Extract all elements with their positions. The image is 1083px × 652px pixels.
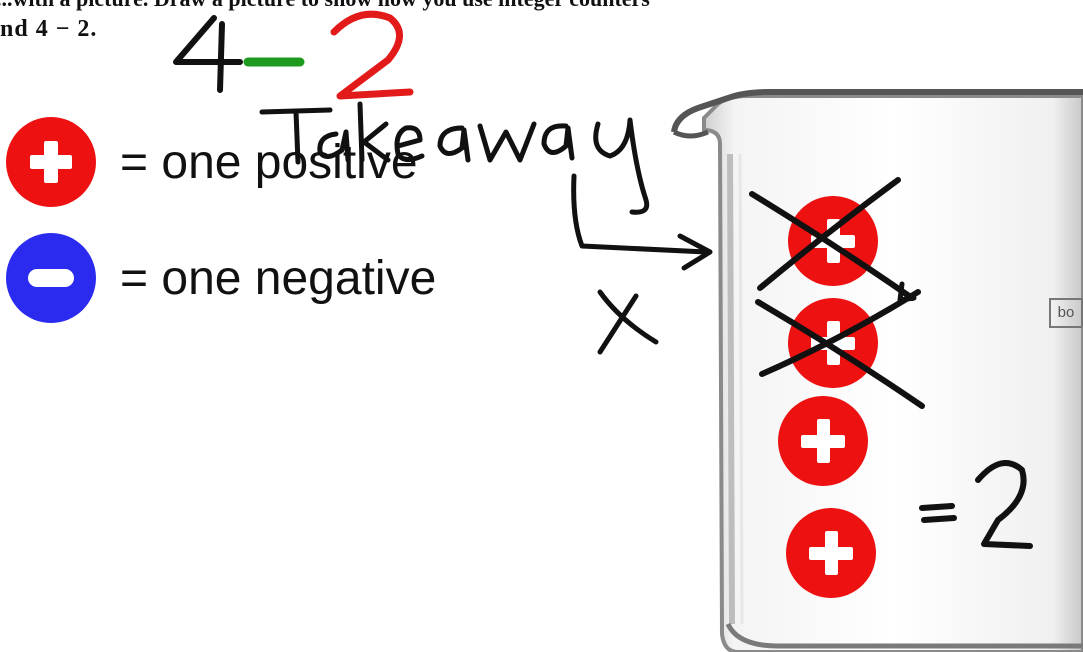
legend-negative: = one negative (6, 233, 436, 323)
beaker-counter-positive (786, 508, 876, 598)
problem-text-line2: nd 4 − 2. (0, 16, 98, 42)
legend-negative-label: = one negative (120, 251, 437, 305)
problem-text-line1: ...with a picture. Draw a picture to sho… (0, 0, 650, 12)
beaker-counter-positive (778, 396, 868, 486)
beaker-brand-mark: bo (1049, 298, 1083, 328)
negative-counter-icon (6, 233, 96, 323)
beaker-label: bo (1049, 298, 1083, 548)
positive-counter-icon (6, 117, 96, 207)
